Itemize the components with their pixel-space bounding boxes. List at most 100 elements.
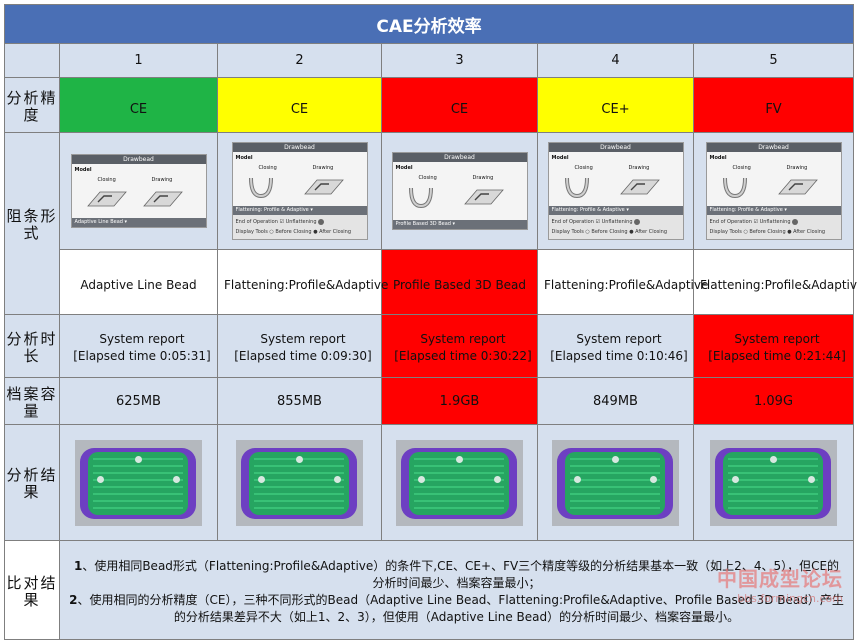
- time-cell: System report [Elapsed time 0:30:22]: [381, 314, 538, 378]
- dialog-options: End of Operation ☑ Unflattening Display …: [706, 215, 841, 239]
- panel-stripe: [414, 478, 504, 481]
- panel-stripe: [570, 485, 660, 488]
- help-icon[interactable]: [792, 218, 799, 225]
- panel-stripe: [414, 464, 504, 467]
- result-image-cell: [217, 424, 382, 541]
- display-tools-label: Display Tools: [551, 229, 584, 235]
- model-label: Model: [395, 165, 413, 171]
- thin-spot: [808, 475, 816, 483]
- forming-result-image: [236, 439, 363, 526]
- drawing-bead-icon: [142, 191, 183, 207]
- thin-spot: [612, 455, 619, 463]
- result-row: 分析结果: [4, 424, 855, 541]
- panel-stripe: [728, 499, 819, 502]
- help-icon[interactable]: [634, 218, 641, 225]
- time-cell: System report [Elapsed time 0:05:31]: [59, 314, 218, 378]
- panel-stripe: [93, 492, 183, 495]
- precision-cell: CE+: [537, 77, 694, 133]
- thin-spot: [296, 455, 303, 463]
- panel-stripe: [414, 492, 504, 495]
- unflattening-label[interactable]: Unflattening: [601, 219, 633, 225]
- before-closing-option[interactable]: Before Closing: [591, 229, 628, 235]
- precision-cell: CE: [59, 77, 218, 133]
- time-row: 分析时长 System report[Elapsed time 0:05:31]…: [4, 314, 855, 378]
- watermark-title: 中国成型论坛: [717, 567, 843, 591]
- thin-spot: [574, 475, 581, 483]
- time-cell: System report[Elapsed time 0:10:46]: [537, 314, 694, 378]
- panel-stripe: [254, 464, 344, 467]
- closing-label: Closing: [418, 175, 437, 181]
- closing-label: Closing: [574, 165, 593, 171]
- end-of-operation-label: End of Operation: [235, 219, 278, 225]
- drawing-bead-icon: [619, 179, 660, 195]
- precision-row: 分析精度 CE CE CE CE+ FV: [4, 77, 855, 133]
- bead-name-cell: Adaptive Line Bead: [59, 249, 218, 315]
- precision-cell: FV: [692, 77, 855, 133]
- closing-label: Closing: [732, 165, 751, 171]
- point-number: 2: [69, 593, 78, 607]
- panel-stripe: [414, 471, 504, 474]
- closing-bead-icon: [564, 177, 589, 199]
- elapsed-time: [Elapsed time 0:21:44]: [708, 349, 846, 363]
- forming-result-image: [552, 439, 679, 526]
- size-cell: 1.9GB: [381, 377, 538, 425]
- unflattening-label[interactable]: Unflattening: [759, 219, 791, 225]
- dialog-header: Drawbead: [392, 153, 527, 162]
- elapsed-time: [Elapsed time 0:30:22]: [394, 349, 532, 363]
- display-tools-label: Display Tools: [235, 229, 268, 235]
- drawing-label: Drawing: [312, 165, 334, 171]
- thin-spot: [97, 475, 104, 483]
- forming-result-image: [396, 439, 523, 526]
- column-header: 2: [217, 43, 382, 78]
- panel-stripe: [93, 506, 183, 509]
- size-cell: 855MB: [217, 377, 382, 425]
- bead-type-dropdown[interactable]: Adaptive Line Bead ▾: [71, 218, 206, 227]
- closing-label: Closing: [258, 165, 277, 171]
- bead-type-dropdown[interactable]: Flattening: Profile & Adaptive ▾: [232, 206, 367, 215]
- after-closing-option[interactable]: After Closing: [319, 229, 352, 235]
- result-image-cell: [59, 424, 218, 541]
- after-closing-option[interactable]: After Closing: [635, 229, 668, 235]
- dialog-header: Drawbead: [71, 155, 206, 164]
- dialog-options: End of Operation ☑ Unflattening Display …: [548, 215, 683, 239]
- before-closing-option[interactable]: Before Closing: [749, 229, 786, 235]
- point-number: 1: [73, 559, 83, 573]
- help-icon[interactable]: [318, 218, 325, 225]
- display-tools-label: Display Tools: [709, 229, 742, 235]
- panel-stripe: [93, 464, 183, 467]
- elapsed-time: [Elapsed time 0:05:31]: [73, 349, 211, 363]
- drawing-bead-icon: [777, 179, 818, 195]
- bead-type-dropdown[interactable]: Profile Based 3D Bead ▾: [392, 220, 527, 229]
- point-text: 、使用相同Bead形式（Flattening:Profile&Adaptive）…: [82, 559, 840, 590]
- panel-stripe: [414, 506, 504, 509]
- closing-label: Closing: [97, 177, 116, 183]
- panel-stripe: [728, 478, 819, 481]
- panel-stripe: [728, 506, 819, 509]
- bead-type-dropdown[interactable]: Flattening: Profile & Adaptive ▾: [706, 206, 841, 215]
- dialog-header: Drawbead: [548, 143, 683, 152]
- model-label: Model: [74, 167, 92, 173]
- report-title: System report: [734, 332, 820, 346]
- table-title: CAE分析效率: [3, 4, 855, 44]
- report-title: System report: [99, 332, 185, 346]
- panel-stripe: [93, 485, 183, 488]
- forming-result-image: [75, 439, 202, 526]
- report-title: System report: [420, 332, 506, 346]
- column-header: 4: [537, 43, 694, 78]
- unflattening-label[interactable]: Unflattening: [285, 219, 317, 225]
- before-closing-option[interactable]: Before Closing: [275, 229, 312, 235]
- thin-spot: [334, 475, 341, 483]
- after-closing-option[interactable]: After Closing: [793, 229, 826, 235]
- size-cell: 625MB: [59, 377, 218, 425]
- bead-type-dropdown[interactable]: Flattening: Profile & Adaptive ▾: [548, 206, 683, 215]
- report-title: System report: [576, 332, 662, 346]
- size-row: 档案容量 625MB 855MB 1.9GB 849MB 1.09G: [4, 377, 855, 425]
